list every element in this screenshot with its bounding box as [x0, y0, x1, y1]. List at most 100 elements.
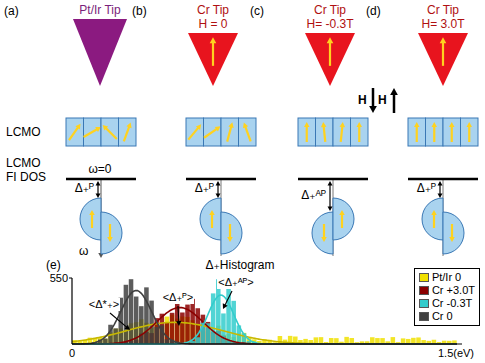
- legend-swatch: [419, 286, 429, 295]
- spin-arrow: [416, 126, 418, 142]
- arrow-head: [96, 181, 101, 186]
- histogram-bar: [196, 337, 201, 344]
- lattice-cell: [204, 118, 222, 146]
- arrow-head: [431, 210, 437, 215]
- gap-label: Δ₊ᴾ: [195, 181, 214, 195]
- histogram-bar: [401, 338, 406, 344]
- arrow-head: [467, 122, 473, 127]
- tip-label: Pt/Ir Tip: [71, 3, 129, 17]
- spin-arrow: [84, 129, 98, 137]
- axis-tick: 0: [69, 347, 75, 360]
- x-axis: [72, 343, 462, 344]
- spin-arrow: [324, 126, 326, 142]
- fermi-level: [298, 178, 368, 181]
- arrow-head: [438, 181, 443, 186]
- arrow-head: [176, 321, 181, 326]
- arrow-head: [432, 122, 438, 127]
- fit-curve: [72, 290, 457, 344]
- dos-panel: [66, 179, 136, 258]
- legend-text: Pt/Ir 0: [432, 271, 461, 283]
- histogram-bar: [350, 338, 355, 344]
- arrow-head: [339, 210, 345, 215]
- spin-arrow: [91, 214, 93, 228]
- spin-arrow: [204, 129, 217, 138]
- spin-arrow: [341, 214, 343, 228]
- dos-panel: [186, 179, 256, 256]
- leader-arrow: [177, 306, 179, 322]
- arrow-head: [228, 122, 233, 128]
- arrow-head: [227, 237, 233, 242]
- lattice-cell: [408, 118, 426, 146]
- dos-half: [333, 198, 354, 240]
- lattice-cell: [119, 118, 137, 146]
- tip-shape: [418, 33, 468, 86]
- arrow-head: [209, 210, 215, 215]
- spin-arrow: [323, 224, 325, 238]
- histogram-bar: [416, 337, 421, 344]
- dos-half: [101, 212, 122, 254]
- field-value: H = 0: [186, 17, 240, 31]
- histogram-bar: [165, 317, 170, 344]
- peak-annotation: <Δ₊ᴬᴾ>: [217, 276, 255, 289]
- spin-arrow: [433, 214, 435, 228]
- arrow-head: [438, 194, 443, 199]
- spin-arrow: [358, 126, 360, 142]
- lattice-cell: [101, 118, 119, 146]
- arrow-head: [216, 181, 221, 186]
- dos-half: [422, 198, 443, 240]
- spin-row: [408, 118, 478, 146]
- tip-triangle: [418, 33, 468, 86]
- legend-text: Cr 0: [432, 310, 453, 322]
- leader-arrow: [225, 291, 232, 305]
- arrow-head: [449, 122, 455, 127]
- spin-arrow: [433, 126, 435, 142]
- lattice-cell: [186, 118, 204, 146]
- tip-spin-arrow: [442, 42, 444, 66]
- field-value: H= 3.0T: [416, 17, 470, 31]
- histogram: [72, 279, 457, 344]
- axis-label: ω: [79, 244, 88, 258]
- gap-arrow: [439, 185, 440, 195]
- tip-shape: [188, 33, 238, 86]
- arrow-head: [304, 122, 310, 127]
- arrow-head: [327, 37, 334, 43]
- arrow-head: [210, 37, 217, 43]
- arrow-head: [95, 127, 101, 132]
- lattice-cell: [316, 118, 334, 146]
- dos-half: [200, 198, 221, 240]
- arrow-head: [223, 303, 228, 309]
- histogram-bar: [113, 328, 118, 344]
- arrow-head: [196, 124, 201, 130]
- lattice-cell: [298, 118, 316, 146]
- arrow-head: [357, 122, 363, 127]
- tip-triangle: [305, 33, 355, 86]
- histogram-bar: [380, 338, 385, 344]
- fit-curve: [72, 295, 457, 344]
- tip-spin-arrow: [329, 42, 331, 66]
- gap-arrow: [329, 185, 330, 208]
- field-label: H: [378, 93, 387, 107]
- panel-letter: (b): [132, 4, 147, 18]
- tip-label: Cr Tip: [303, 3, 357, 17]
- histogram-bar: [370, 337, 375, 344]
- legend-text: Cr -0.3T: [432, 297, 472, 309]
- spin-arrow: [188, 127, 198, 139]
- fit-curve: [72, 308, 457, 344]
- spin-arrow: [245, 126, 250, 141]
- tip-node: Cr TipH= -0.3T: [303, 3, 357, 86]
- lattice-cell: [426, 118, 444, 146]
- spin-arrow: [109, 224, 111, 238]
- gap-label: Δ₊ᴾ: [417, 181, 436, 195]
- arrow-head: [96, 194, 101, 199]
- histogram-bar: [375, 338, 380, 344]
- y-axis: [71, 278, 72, 344]
- spin-arrow: [124, 126, 129, 141]
- legend-entry: Cr 0: [419, 310, 475, 323]
- histogram-bar: [180, 312, 185, 344]
- spin-arrow: [211, 214, 213, 228]
- gap-label: Δ₊ᴬᴾ: [301, 188, 326, 202]
- spin-row: [298, 118, 368, 146]
- tip-node: Cr TipH= 3.0T: [416, 3, 470, 86]
- peak-annotation: <Δ*₊>: [88, 298, 120, 311]
